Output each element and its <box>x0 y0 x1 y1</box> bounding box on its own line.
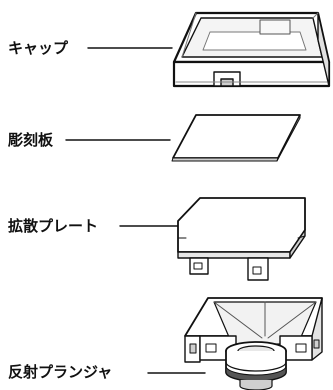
reflective-plunger-part <box>184 297 323 390</box>
diffuser-plate-label: 拡散プレート <box>8 217 99 235</box>
reflective-plunger-label: 反射プランジャ <box>8 363 113 381</box>
engraving-plate-part <box>171 114 301 162</box>
diffuser-plate-part <box>177 197 306 281</box>
engraving-plate-label: 彫刻板 <box>8 131 54 149</box>
cap-label: キャップ <box>8 39 69 57</box>
cap-part <box>172 11 331 88</box>
